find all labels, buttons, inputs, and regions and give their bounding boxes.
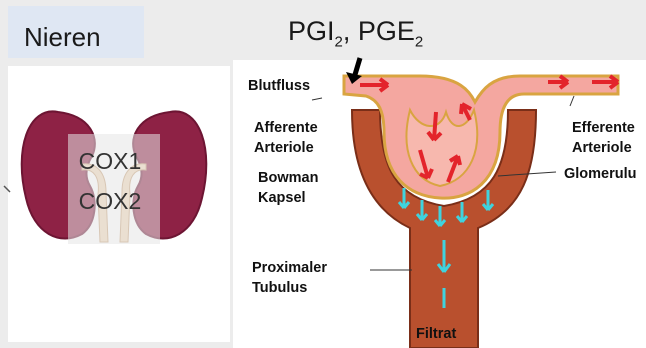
label-efferente-arteriole: Efferente Arteriole (572, 118, 635, 158)
cox2-label: COX2 (58, 188, 162, 215)
label-bowman-kapsel: Bowman Kapsel (258, 168, 318, 208)
label-filtrat: Filtrat (416, 324, 456, 344)
small-mark (4, 186, 10, 192)
kidney-illustration (22, 111, 207, 244)
label-glomerulus: Glomerulu (564, 164, 637, 184)
nephron-illustration (344, 76, 618, 348)
label-afferente-arteriole: Afferente Arteriole (254, 118, 318, 158)
cox1-label: COX1 (58, 148, 162, 175)
label-proximaler-tubulus: Proximaler Tubulus (252, 258, 327, 298)
label-blutfluss: Blutfluss (248, 76, 310, 96)
